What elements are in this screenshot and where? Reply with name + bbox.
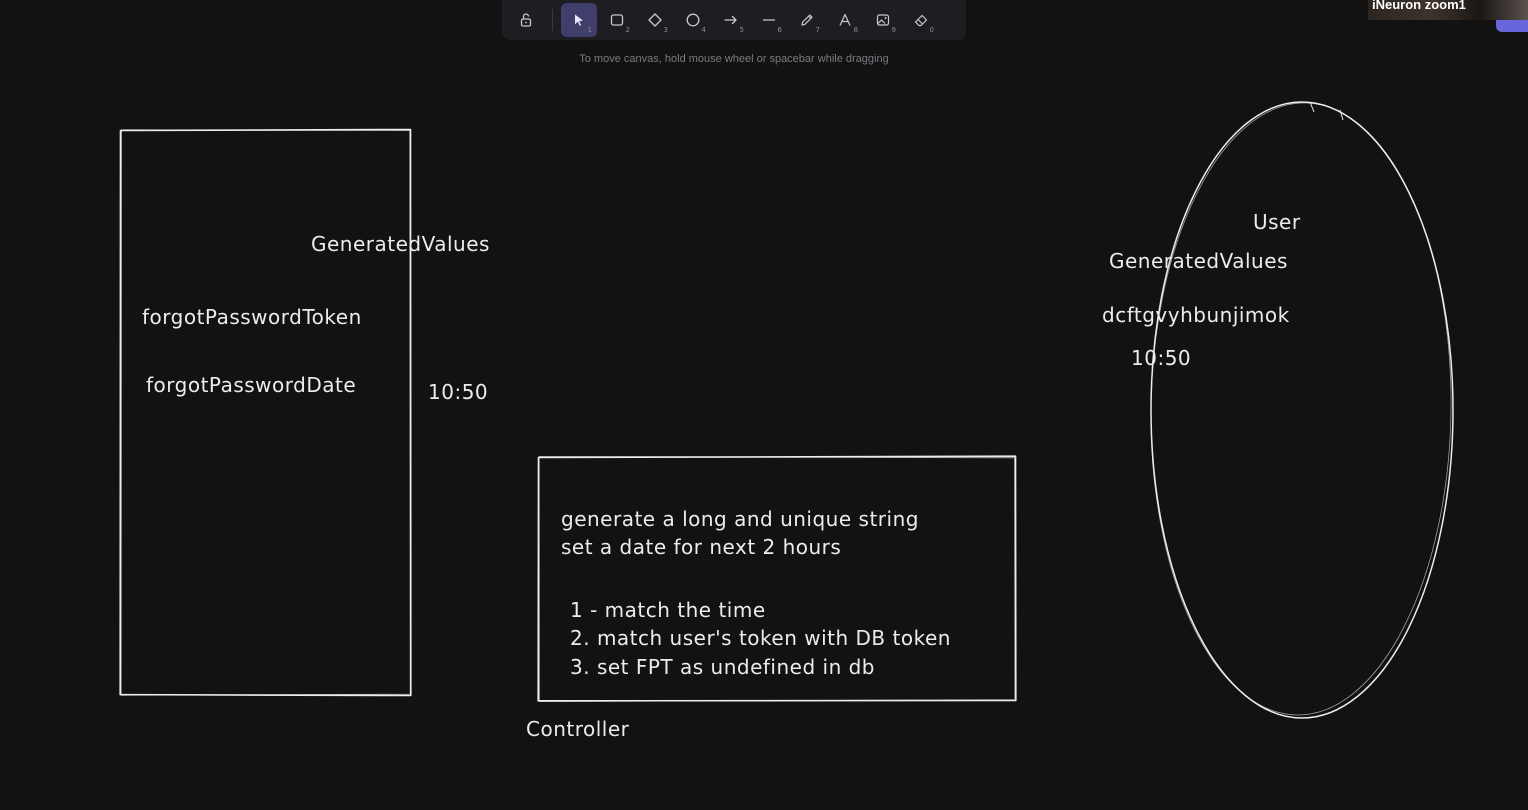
controller-rectangle[interactable] [537, 455, 1017, 702]
ellipse-tool[interactable]: 4 [675, 3, 711, 37]
diamond-tool[interactable]: 3 [637, 3, 673, 37]
ellipse-icon [686, 13, 700, 27]
text-icon [839, 13, 851, 26]
tool-key: 6 [777, 26, 782, 34]
image-tool[interactable]: 9 [865, 3, 901, 37]
left-time-value[interactable]: 10:50 [428, 380, 489, 404]
controller-step-2[interactable]: 2. match user's token with DB token [570, 626, 951, 650]
image-icon [876, 14, 890, 26]
left-generated-values-label[interactable]: GeneratedValues [311, 232, 490, 256]
left-rectangle[interactable] [119, 128, 412, 697]
selection-tool[interactable]: 1 [561, 3, 597, 37]
toolbar: 1 2 3 4 5 6 7 8 9 0 [502, 0, 966, 40]
tool-key: 1 [587, 26, 592, 34]
tool-key: 0 [929, 26, 934, 34]
tool-key: 5 [739, 26, 744, 34]
controller-caption[interactable]: Controller [526, 717, 630, 741]
user-title[interactable]: User [1253, 210, 1301, 234]
rectangle-icon [610, 14, 624, 26]
tool-key: 7 [815, 26, 820, 34]
arrow-right-icon [724, 15, 737, 25]
tool-key: 8 [853, 26, 858, 34]
lock-open-icon [520, 13, 532, 27]
diamond-icon [648, 13, 662, 27]
video-thumbnail[interactable]: iNeuron zoom1 [1368, 0, 1528, 20]
text-tool[interactable]: 8 [827, 3, 863, 37]
user-ellipse[interactable] [1147, 101, 1456, 719]
eraser-icon [914, 14, 928, 27]
controller-line-2[interactable]: set a date for next 2 hours [561, 535, 842, 559]
controller-line-1[interactable]: generate a long and unique string [561, 507, 919, 531]
line-icon [762, 19, 776, 21]
video-participant-label: iNeuron zoom1 [1372, 0, 1466, 12]
arrow-tool[interactable]: 5 [713, 3, 749, 37]
pencil-icon [801, 14, 813, 26]
draw-tool[interactable]: 7 [789, 3, 825, 37]
lock-tool[interactable] [508, 3, 544, 37]
video-accent-bar [1496, 20, 1528, 32]
canvas-hint-text: To move canvas, hold mouse wheel or spac… [579, 53, 889, 65]
forgot-password-date-field[interactable]: forgotPasswordDate [146, 373, 357, 397]
tool-key: 3 [663, 26, 668, 34]
rectangle-tool[interactable]: 2 [599, 3, 635, 37]
tool-key: 2 [625, 26, 630, 34]
forgot-password-token-field[interactable]: forgotPasswordToken [142, 305, 362, 329]
eraser-tool[interactable]: 0 [903, 3, 939, 37]
tool-key: 9 [891, 26, 896, 34]
controller-step-1[interactable]: 1 - match the time [570, 598, 766, 622]
toolbar-divider [552, 9, 553, 31]
user-generated-values-label[interactable]: GeneratedValues [1109, 249, 1288, 273]
tool-key: 4 [701, 26, 706, 34]
line-tool[interactable]: 6 [751, 3, 787, 37]
user-token-value[interactable]: dcftgvyhbunjimok [1102, 303, 1290, 327]
pointer-icon [575, 14, 583, 26]
controller-step-3[interactable]: 3. set FPT as undefined in db [570, 655, 875, 679]
user-time-value[interactable]: 10:50 [1131, 346, 1192, 370]
